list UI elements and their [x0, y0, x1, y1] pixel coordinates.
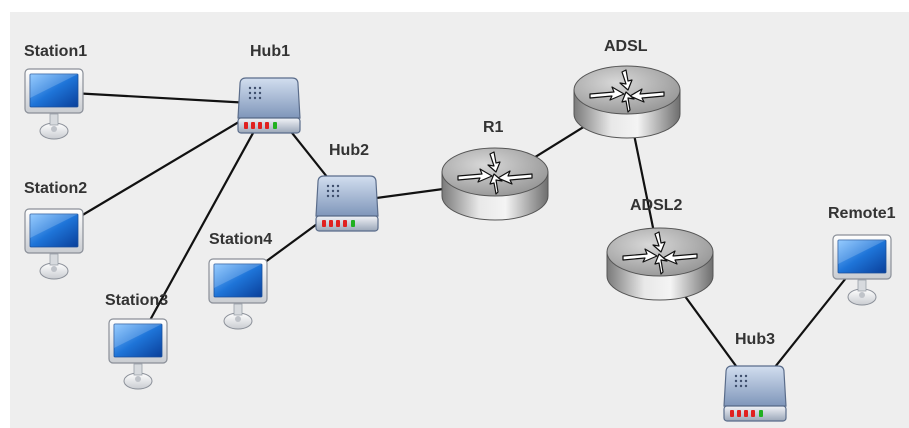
node-label-adsl: ADSL [604, 38, 648, 55]
monitor-icon [832, 234, 892, 310]
network-hub-icon [236, 76, 302, 136]
link-station3-hub1 [137, 103, 270, 343]
node-label-r1: R1 [483, 119, 504, 136]
node-hub3[interactable] [722, 364, 788, 424]
node-label-remote1: Remote1 [828, 205, 896, 222]
node-label-station4: Station4 [209, 231, 273, 248]
monitor-icon [24, 68, 84, 144]
router-icon [572, 62, 682, 142]
node-adsl[interactable] [572, 62, 682, 142]
network-hub-icon [722, 364, 788, 424]
node-label-station1: Station1 [24, 43, 88, 60]
monitor-icon [24, 208, 84, 284]
node-label-hub3: Hub3 [735, 331, 775, 348]
node-hub2[interactable] [314, 174, 380, 234]
node-r1[interactable] [440, 144, 550, 224]
link-station2-hub1 [53, 103, 270, 233]
node-label-hub1: Hub1 [250, 43, 290, 60]
node-label-station3: Station3 [105, 292, 169, 309]
network-hub-icon [314, 174, 380, 234]
node-station2[interactable] [24, 208, 84, 284]
link-station1-hub1 [53, 90, 270, 106]
node-station4[interactable] [208, 258, 268, 334]
node-hub1[interactable] [236, 76, 302, 136]
node-adsl2[interactable] [605, 224, 715, 304]
node-label-station2: Station2 [24, 180, 88, 197]
node-station1[interactable] [24, 68, 84, 144]
node-label-hub2: Hub2 [329, 142, 369, 159]
router-icon [440, 144, 550, 224]
router-icon [605, 224, 715, 304]
monitor-icon [108, 318, 168, 394]
monitor-icon [208, 258, 268, 334]
network-diagram-canvas: Station1 Station2 Station3 Station4 Remo… [10, 12, 909, 428]
node-station3[interactable] [108, 318, 168, 394]
node-remote1[interactable] [832, 234, 892, 310]
node-label-adsl2: ADSL2 [630, 197, 683, 214]
